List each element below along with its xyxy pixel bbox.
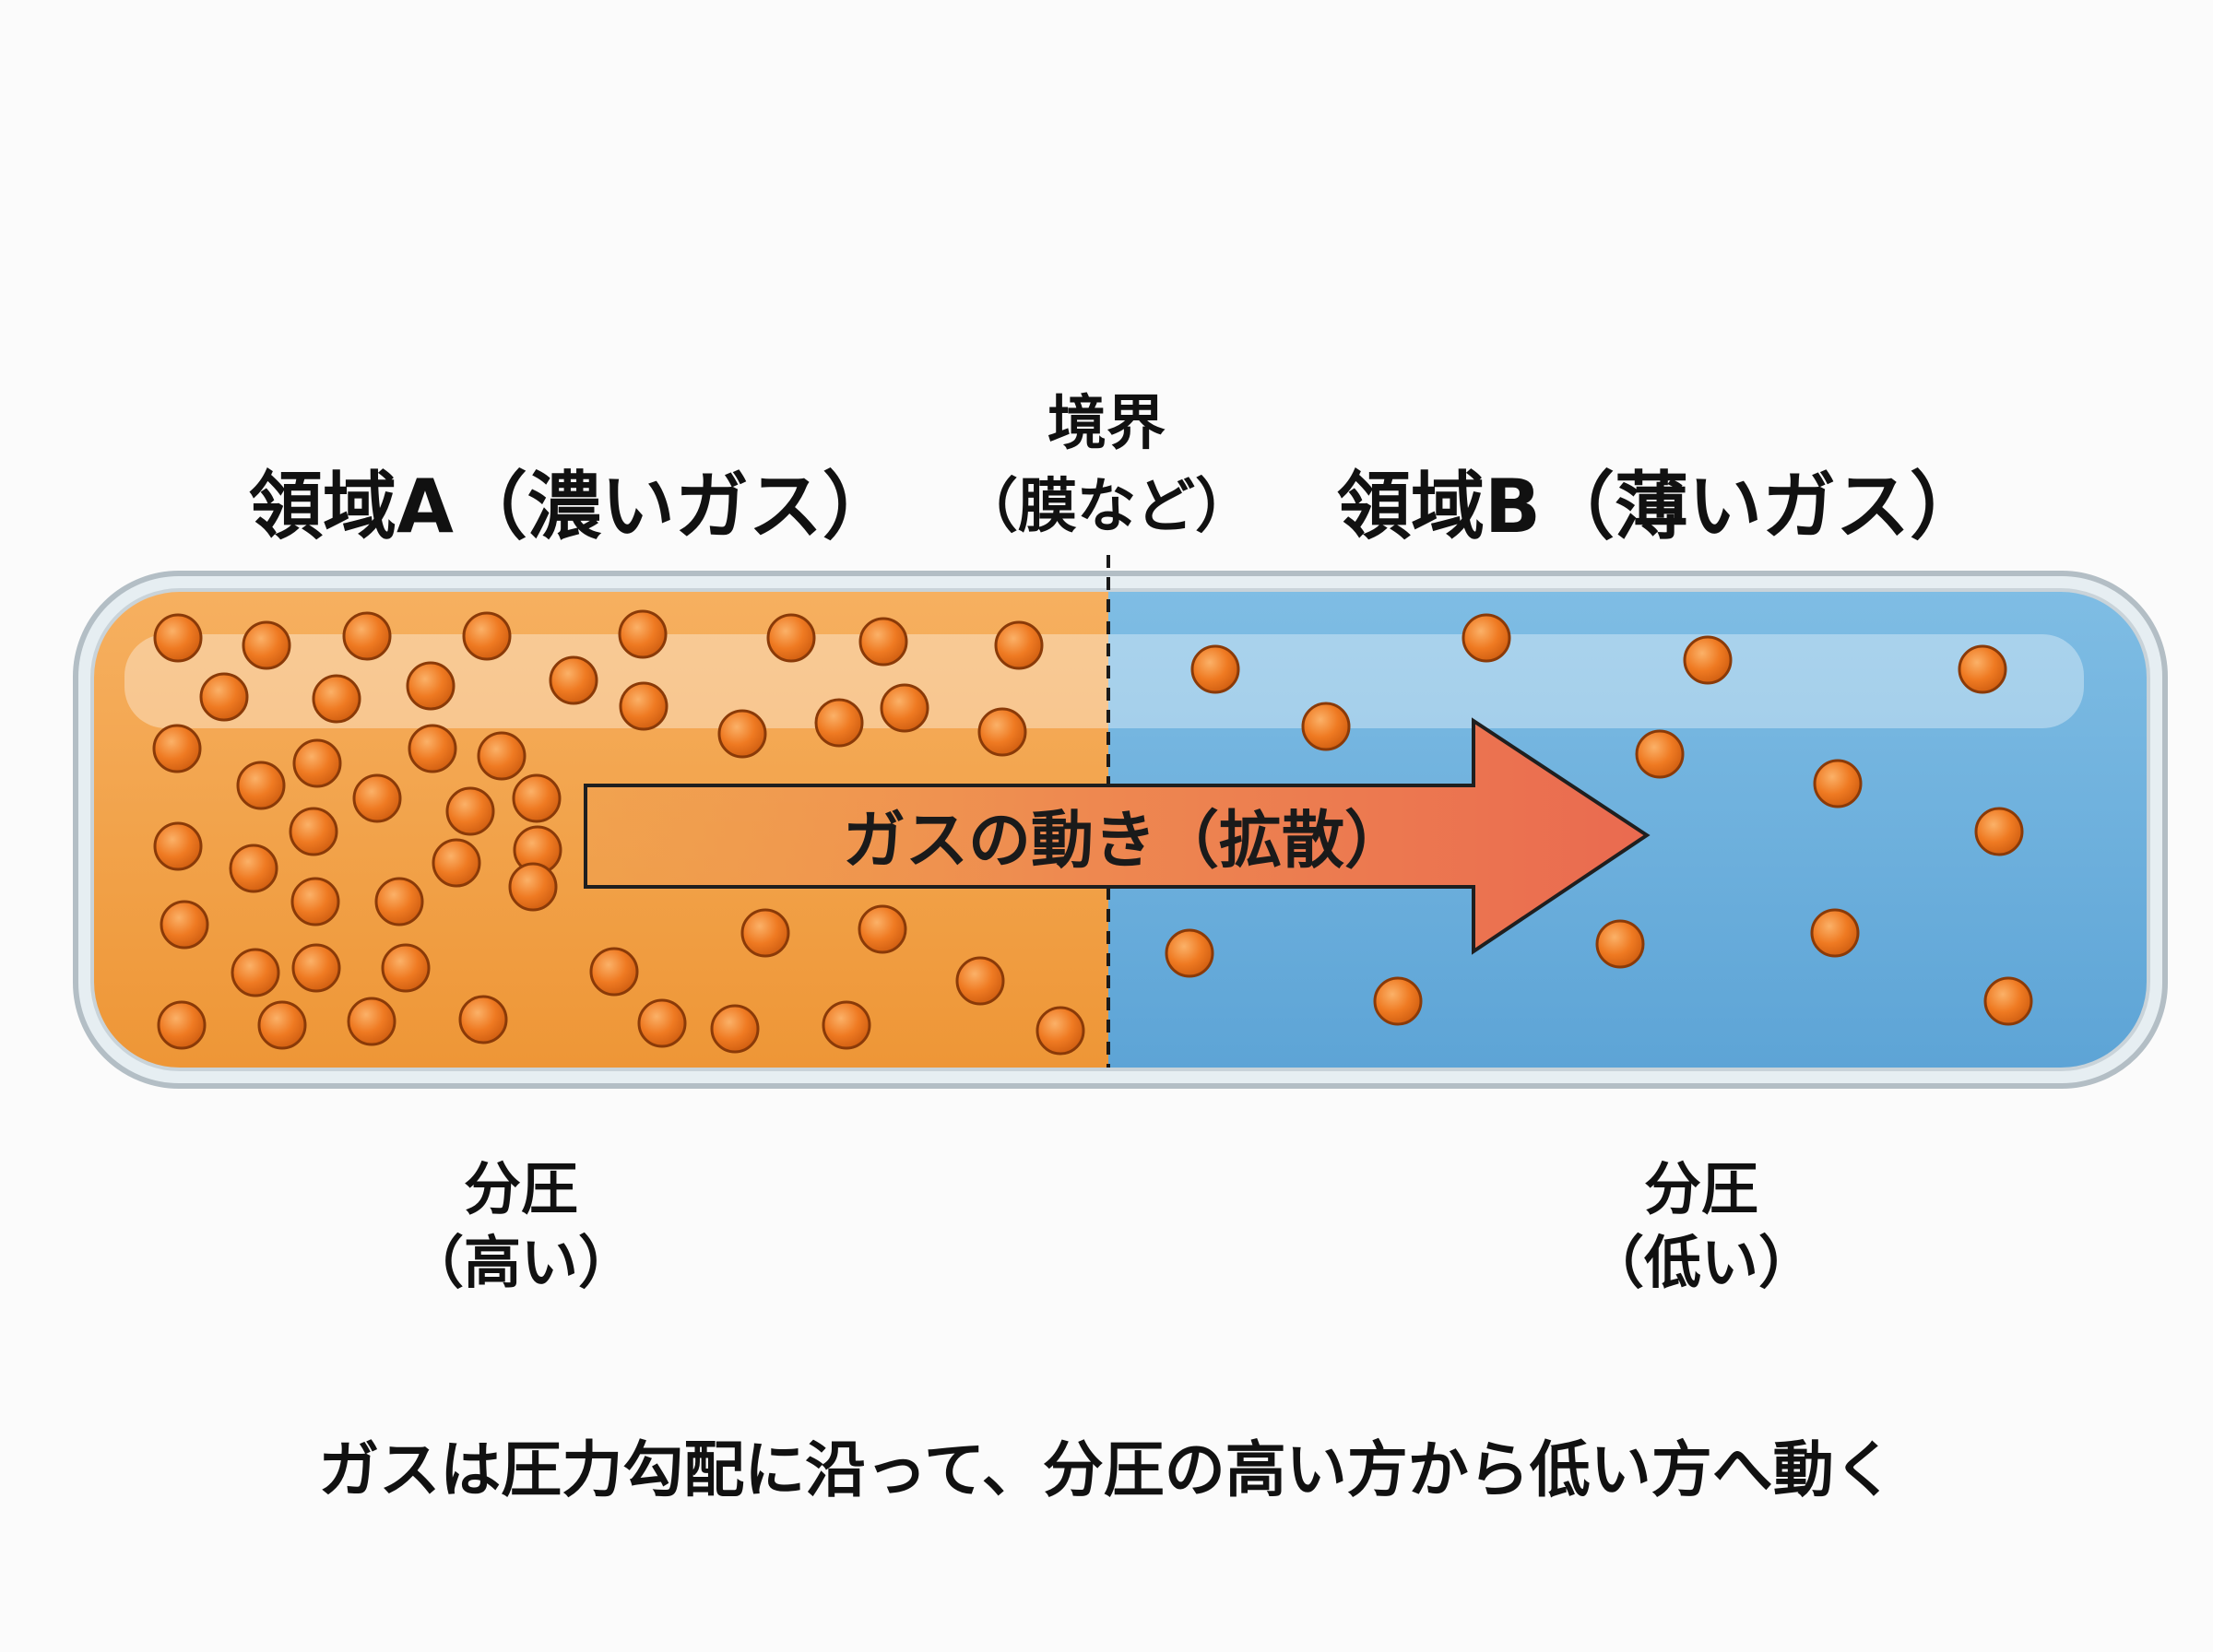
gas-particle-a [740,908,790,958]
gas-particle-b [1373,976,1423,1026]
gas-particle-a [408,724,457,773]
gas-particle-a [477,731,527,781]
gas-particle-b [1595,919,1645,969]
gas-particle-a [549,655,598,705]
gas-particle-b [1462,613,1511,663]
tube-highlight [124,634,2084,728]
gas-particle-a [381,943,431,993]
gas-particle-a [199,672,249,722]
gas-particle-a [710,1004,760,1054]
region-a-label: 領域A（濃いガス） [249,464,896,549]
gas-particle-a [157,1000,207,1050]
gas-particle-a [814,698,864,748]
gas-particle-a [589,947,639,997]
pressure-a-label: 分圧 （高い） [369,1152,673,1300]
gas-particle-a [242,620,291,670]
boundary-label: 境界 （膜など） [950,383,1263,549]
gas-particle-a [153,821,203,871]
gas-particle-a [717,709,767,759]
gas-particle-a [1035,1006,1085,1056]
gas-particle-a [342,611,392,661]
tube-inner-rim [90,588,2150,1071]
gas-particle-a [858,904,907,954]
gas-particle-a [955,956,1005,1006]
gas-particle-a [880,683,929,733]
arrow-label: ガスの動き（拡散） [843,805,1407,878]
gas-particle-a [508,862,558,912]
gas-particle-a [153,613,203,663]
gas-particle-a [977,707,1027,757]
gas-particle-a [152,724,202,773]
gas-particle-a [512,773,562,823]
gas-particle-a [766,613,816,663]
gas-particle-b [1683,635,1733,685]
pressure-a-line2: （高い） [406,1229,635,1296]
gas-particle-a [292,738,342,788]
gas-particle-b [1165,928,1214,978]
pressure-b-label: 分圧 （低い） [1549,1152,1853,1300]
gas-particle-a [637,998,687,1048]
gas-particle-a [257,1000,307,1050]
gas-particle-a [406,661,456,711]
gas-particle-a [994,620,1044,670]
gas-particle-a [290,877,340,926]
gas-particle-b [1813,759,1863,808]
gas-particle-a [822,1000,871,1050]
gas-particle-a [312,674,361,724]
gas-particle-b [1974,807,2024,856]
region-b-particles [1165,613,2033,1026]
gas-particle-a [432,838,481,888]
gas-particle-a [458,995,508,1044]
gas-particle-a [619,681,669,731]
gas-particle-a [291,943,341,993]
gas-particle-b [1810,908,1860,958]
gas-particle-a [462,611,512,661]
diffusion-arrow [584,717,1651,955]
gas-particle-a [289,807,338,856]
gas-particle-a [231,948,280,997]
gas-particle-b [1301,702,1351,751]
caption: ガスは圧力勾配に沿って、分圧の高い方から低い方へ動く [318,1434,1895,1505]
gas-particle-a [445,786,495,836]
gas-particle-a [858,617,908,667]
gas-particle-a [229,844,278,893]
pressure-b-line2: （低い） [1586,1229,1816,1296]
boundary-label-line2: （膜など） [959,473,1254,541]
gas-particle-a [352,773,402,823]
gas-particle-b [1635,729,1685,779]
gas-particle-a [347,997,396,1046]
gas-particle-b [1958,644,2007,694]
pressure-a-line1: 分圧 [463,1155,578,1222]
gas-particle-a [618,609,668,659]
region-a-particles [152,609,1085,1056]
gas-particle-b [1983,976,2033,1026]
gas-particle-b [1190,644,1240,694]
gas-particle-a [160,900,209,950]
boundary-label-line1: 境界 [1047,390,1166,458]
region-b-label: 領域B（薄いガス） [1337,464,1983,549]
pressure-b-line1: 分圧 [1643,1155,1758,1222]
gas-particle-a [236,761,286,810]
gas-particle-a [374,877,424,926]
